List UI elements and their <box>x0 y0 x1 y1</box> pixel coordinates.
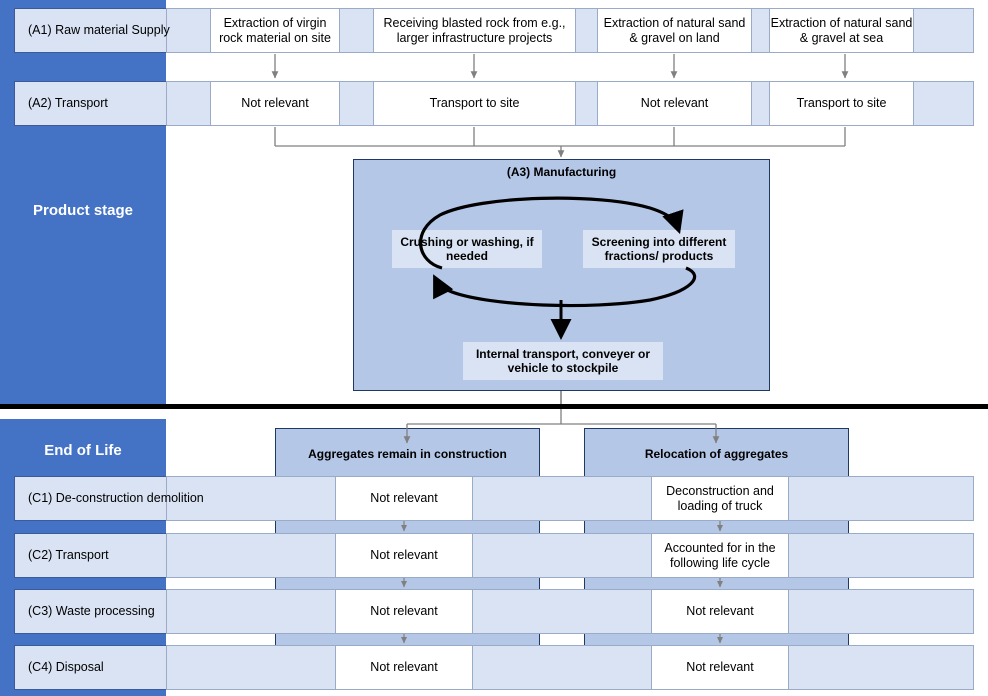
row-a1-label: (A1) Raw material Supply <box>28 23 170 38</box>
eol-header-right: Relocation of aggregates <box>644 446 789 461</box>
c3-cell-left: Not relevant <box>335 589 473 634</box>
a2-cell-2: Transport to site <box>373 81 576 126</box>
c2-cell-left: Not relevant <box>335 533 473 578</box>
row-c1-label: (C1) De-construction demolition <box>28 491 204 506</box>
row-c2-label: (C2) Transport <box>28 548 109 563</box>
a2-cell-3: Not relevant <box>597 81 752 126</box>
row-c1-band <box>166 476 974 521</box>
c1-cell-right: Deconstruction and loading of truck <box>651 476 789 521</box>
c3-cell-right: Not relevant <box>651 589 789 634</box>
c4-cell-left: Not relevant <box>335 645 473 690</box>
a2-to-a3-bus <box>274 127 846 147</box>
c4-cell-right: Not relevant <box>651 645 789 690</box>
a1-to-a2-arrows <box>271 54 849 79</box>
product-stage-band <box>0 0 166 406</box>
eol-header-left: Aggregates remain in construction <box>308 446 507 461</box>
a2-cell-1: Not relevant <box>210 81 340 126</box>
a1-cell-4: Extraction of natural sand & gravel at s… <box>769 8 914 53</box>
product-stage-title: Product stage <box>32 201 134 219</box>
row-c4-label: (C4) Disposal <box>28 660 104 675</box>
eol-stage-title: End of Life <box>44 441 122 459</box>
a1-cell-1: Extraction of virgin rock material on si… <box>210 8 340 53</box>
eol-split-bus <box>407 409 716 425</box>
c2-cell-right: Accounted for in the following life cycl… <box>651 533 789 578</box>
manufacturing-right-box: Screening into different fractions/ prod… <box>583 230 735 268</box>
c1-cell-left: Not relevant <box>335 476 473 521</box>
a1-cell-2: Receiving blasted rock from e.g., larger… <box>373 8 576 53</box>
row-a2-label: (A2) Transport <box>28 96 108 111</box>
row-c2-band <box>166 533 974 578</box>
a2-cell-4: Transport to site <box>769 81 914 126</box>
row-c3-band <box>166 589 974 634</box>
manufacturing-title: (A3) Manufacturing <box>506 164 617 179</box>
row-c3-label: (C3) Waste processing <box>28 604 155 619</box>
a1-cell-3: Extraction of natural sand & gravel on l… <box>597 8 752 53</box>
row-c4-band <box>166 645 974 690</box>
manufacturing-left-box: Crushing or washing, if needed <box>392 230 542 268</box>
manufacturing-stockpile-box: Internal transport, conveyer or vehicle … <box>463 342 663 380</box>
stage-divider <box>0 404 988 409</box>
